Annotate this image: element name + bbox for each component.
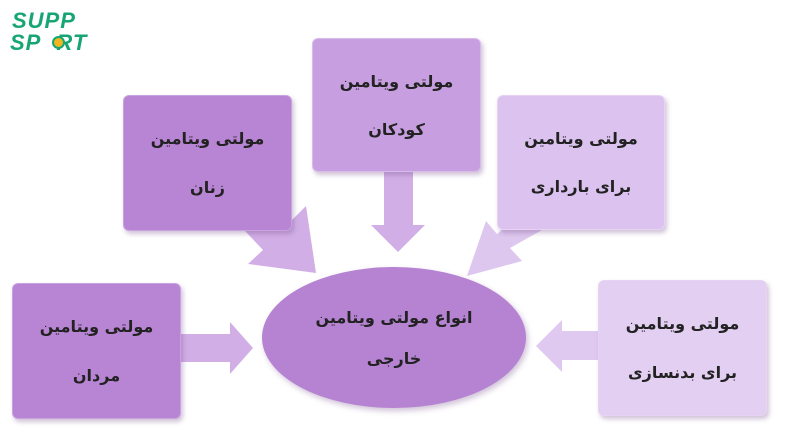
logo-text-bottom-end: RT bbox=[56, 30, 88, 55]
node-women-line2: زنان bbox=[190, 178, 225, 197]
node-bodybuilding-line2: برای بدنسازی bbox=[627, 363, 738, 382]
node-men-line2: مردان bbox=[72, 366, 121, 385]
brand-logo[interactable]: SUPP SP RT bbox=[10, 8, 100, 54]
node-kids-line1: مولتی ویتامین bbox=[339, 71, 454, 91]
arrow-bodybuilding bbox=[536, 320, 610, 372]
node-kids-line2: کودکان bbox=[368, 119, 425, 139]
arrow-kids bbox=[371, 170, 425, 252]
node-pregnancy: مولتی ویتامین برای بارداری bbox=[497, 95, 665, 230]
logo-text-top: SUPP bbox=[12, 8, 76, 33]
node-women: مولتی ویتامین زنان bbox=[123, 95, 292, 231]
logo-text-bottom: SP RT bbox=[10, 32, 87, 54]
node-men-line1: مولتی ویتامین bbox=[39, 317, 154, 336]
node-bodybuilding: مولتی ویتامین برای بدنسازی bbox=[598, 280, 767, 416]
node-women-line1: مولتی ویتامین bbox=[150, 129, 265, 148]
tennis-ball-icon bbox=[52, 36, 65, 49]
node-bodybuilding-line1: مولتی ویتامین bbox=[625, 314, 740, 333]
node-pregnancy-line2: برای بارداری bbox=[530, 177, 632, 197]
node-center-line2: خارجی bbox=[366, 348, 422, 368]
logo-text-bottom-start: SP bbox=[10, 30, 42, 55]
node-men: مولتی ویتامین مردان bbox=[12, 283, 181, 419]
node-center: انواع مولتی ویتامین خارجی bbox=[262, 267, 526, 408]
node-pregnancy-line1: مولتی ویتامین bbox=[524, 128, 638, 148]
node-kids: مولتی ویتامین کودکان bbox=[312, 38, 481, 172]
node-center-line1: انواع مولتی ویتامین bbox=[315, 307, 473, 327]
